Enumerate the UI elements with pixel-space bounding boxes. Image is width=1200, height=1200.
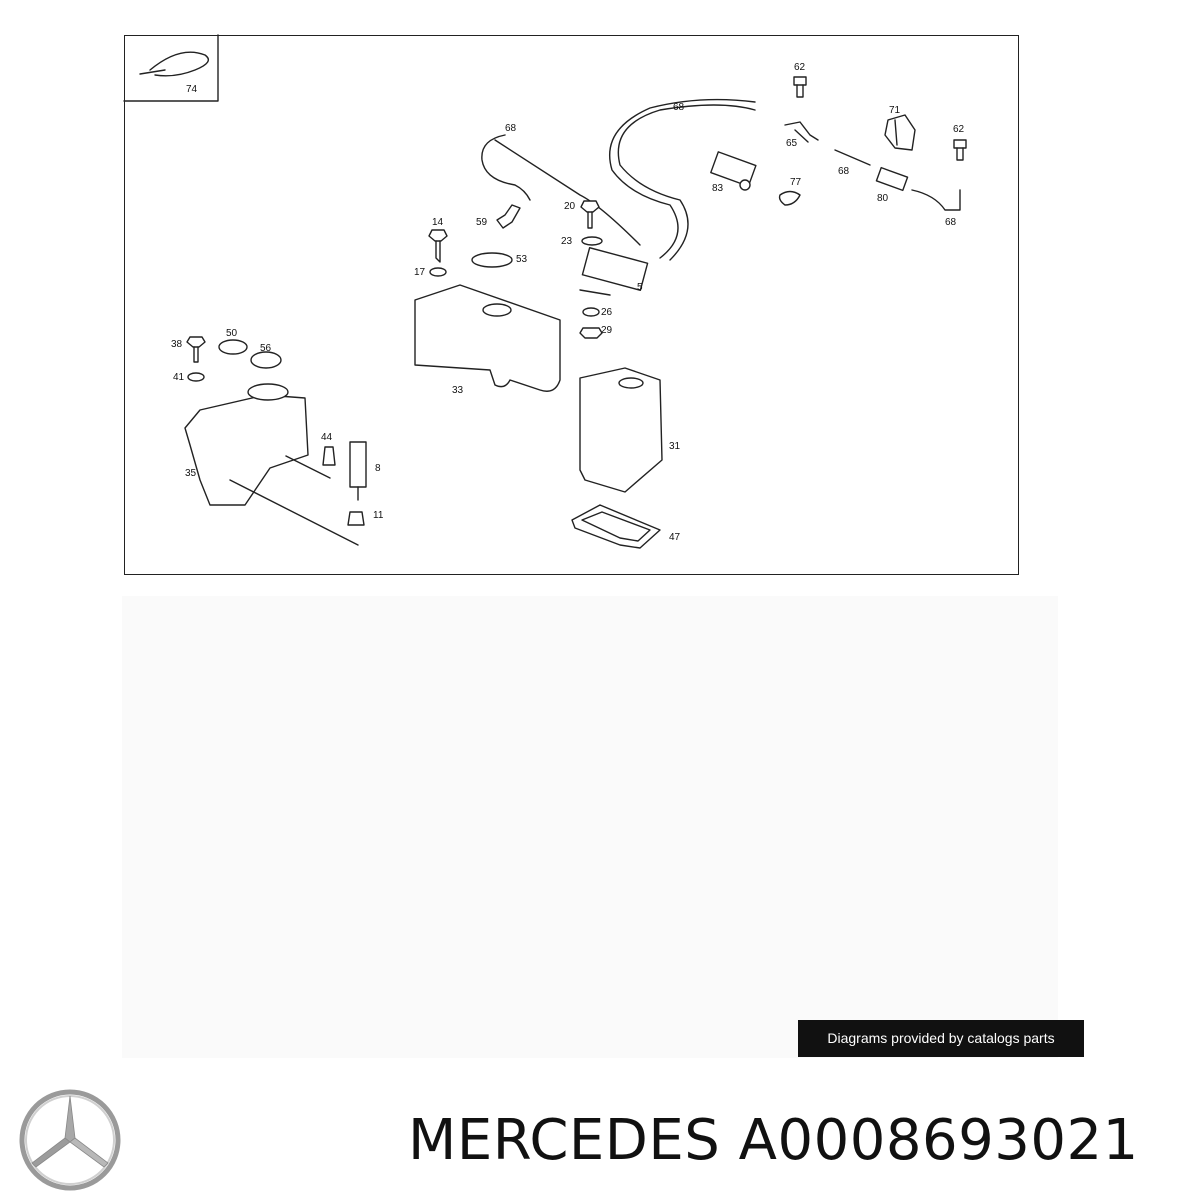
washer-17-icon	[429, 267, 447, 277]
callout-38: 38	[171, 339, 183, 350]
clip-71-icon	[884, 114, 916, 151]
bolt-20-icon	[580, 200, 600, 229]
hose-68-left	[481, 134, 531, 201]
callout-56: 56	[260, 343, 272, 354]
callout-33: 33	[452, 385, 464, 396]
clip-77-icon	[778, 190, 801, 206]
callout-17: 17	[414, 267, 426, 278]
bolt-38-icon	[186, 336, 206, 363]
tank-33-icon	[414, 284, 561, 392]
callout-5: 5	[637, 282, 643, 293]
callout-47: 47	[669, 532, 681, 543]
grommet-53-icon	[471, 252, 513, 268]
valve-80-icon	[875, 166, 909, 192]
callout-11: 11	[373, 510, 384, 521]
callout-62-right: 62	[953, 124, 965, 135]
washer-41-icon	[187, 372, 205, 382]
callout-80: 80	[877, 193, 889, 204]
hose-68-long	[617, 104, 756, 261]
callout-74: 74	[186, 84, 198, 95]
leader-lines	[229, 455, 359, 546]
callout-20: 20	[564, 201, 576, 212]
mercedes-star-icon	[19, 1089, 121, 1191]
callout-68-right: 68	[945, 217, 957, 228]
nozzle-62b-icon	[953, 139, 967, 161]
inset-box	[123, 34, 219, 102]
hose-68-right	[911, 189, 961, 211]
nut-29-icon	[579, 327, 603, 339]
bracket-47-icon	[571, 504, 661, 549]
reservoir-35-icon	[184, 383, 309, 506]
callout-14: 14	[432, 217, 444, 228]
callout-53: 53	[516, 254, 528, 265]
cap-50-icon	[218, 339, 248, 355]
nozzle-62-icon	[793, 76, 807, 98]
callout-8: 8	[375, 463, 381, 474]
pump-83-icon	[710, 151, 757, 191]
callout-68-top: 68	[673, 102, 685, 113]
callout-68-mid: 68	[838, 166, 850, 177]
plug-44-icon	[322, 446, 336, 466]
hose-68-long-inner	[608, 98, 756, 259]
callout-29: 29	[601, 325, 613, 336]
part-title: MERCEDES A0008693021	[408, 1108, 1139, 1173]
callout-26: 26	[601, 307, 613, 318]
callout-68-left: 68	[505, 123, 517, 134]
tank-31-icon	[579, 367, 663, 493]
motor-8-icon	[349, 441, 367, 501]
callout-50: 50	[226, 328, 238, 339]
callout-59: 59	[476, 217, 488, 228]
callout-77: 77	[790, 177, 802, 188]
grommet-11-icon	[347, 511, 365, 526]
cable-tie-icon	[139, 51, 209, 77]
callout-23: 23	[561, 236, 573, 247]
ring-26-icon	[582, 307, 600, 317]
callout-71: 71	[889, 105, 901, 116]
callout-83: 83	[712, 183, 724, 194]
elbow-59-icon	[496, 204, 521, 229]
callout-62-top: 62	[794, 62, 806, 73]
parts-exploded-diagram: 74 62 68 68 71 62 65 68 83 77 80 68 14 5…	[123, 34, 967, 549]
diagram-credit-badge: Diagrams provided by catalogs parts	[798, 1020, 1084, 1057]
callout-35: 35	[185, 468, 197, 479]
pump-5-icon	[579, 247, 649, 296]
callout-41: 41	[173, 372, 185, 383]
washer-23-icon	[581, 236, 603, 246]
connector-65-icon	[784, 121, 819, 143]
bolt-14-icon	[428, 229, 448, 263]
hose-68-left-inner	[494, 139, 641, 246]
cap-56-icon	[250, 351, 282, 369]
callout-31: 31	[669, 441, 681, 452]
callout-44: 44	[321, 432, 333, 443]
background-panel	[122, 596, 1058, 1058]
parts-diagram-frame	[124, 35, 1019, 575]
callout-65: 65	[786, 138, 798, 149]
hose-68-short	[834, 149, 871, 166]
